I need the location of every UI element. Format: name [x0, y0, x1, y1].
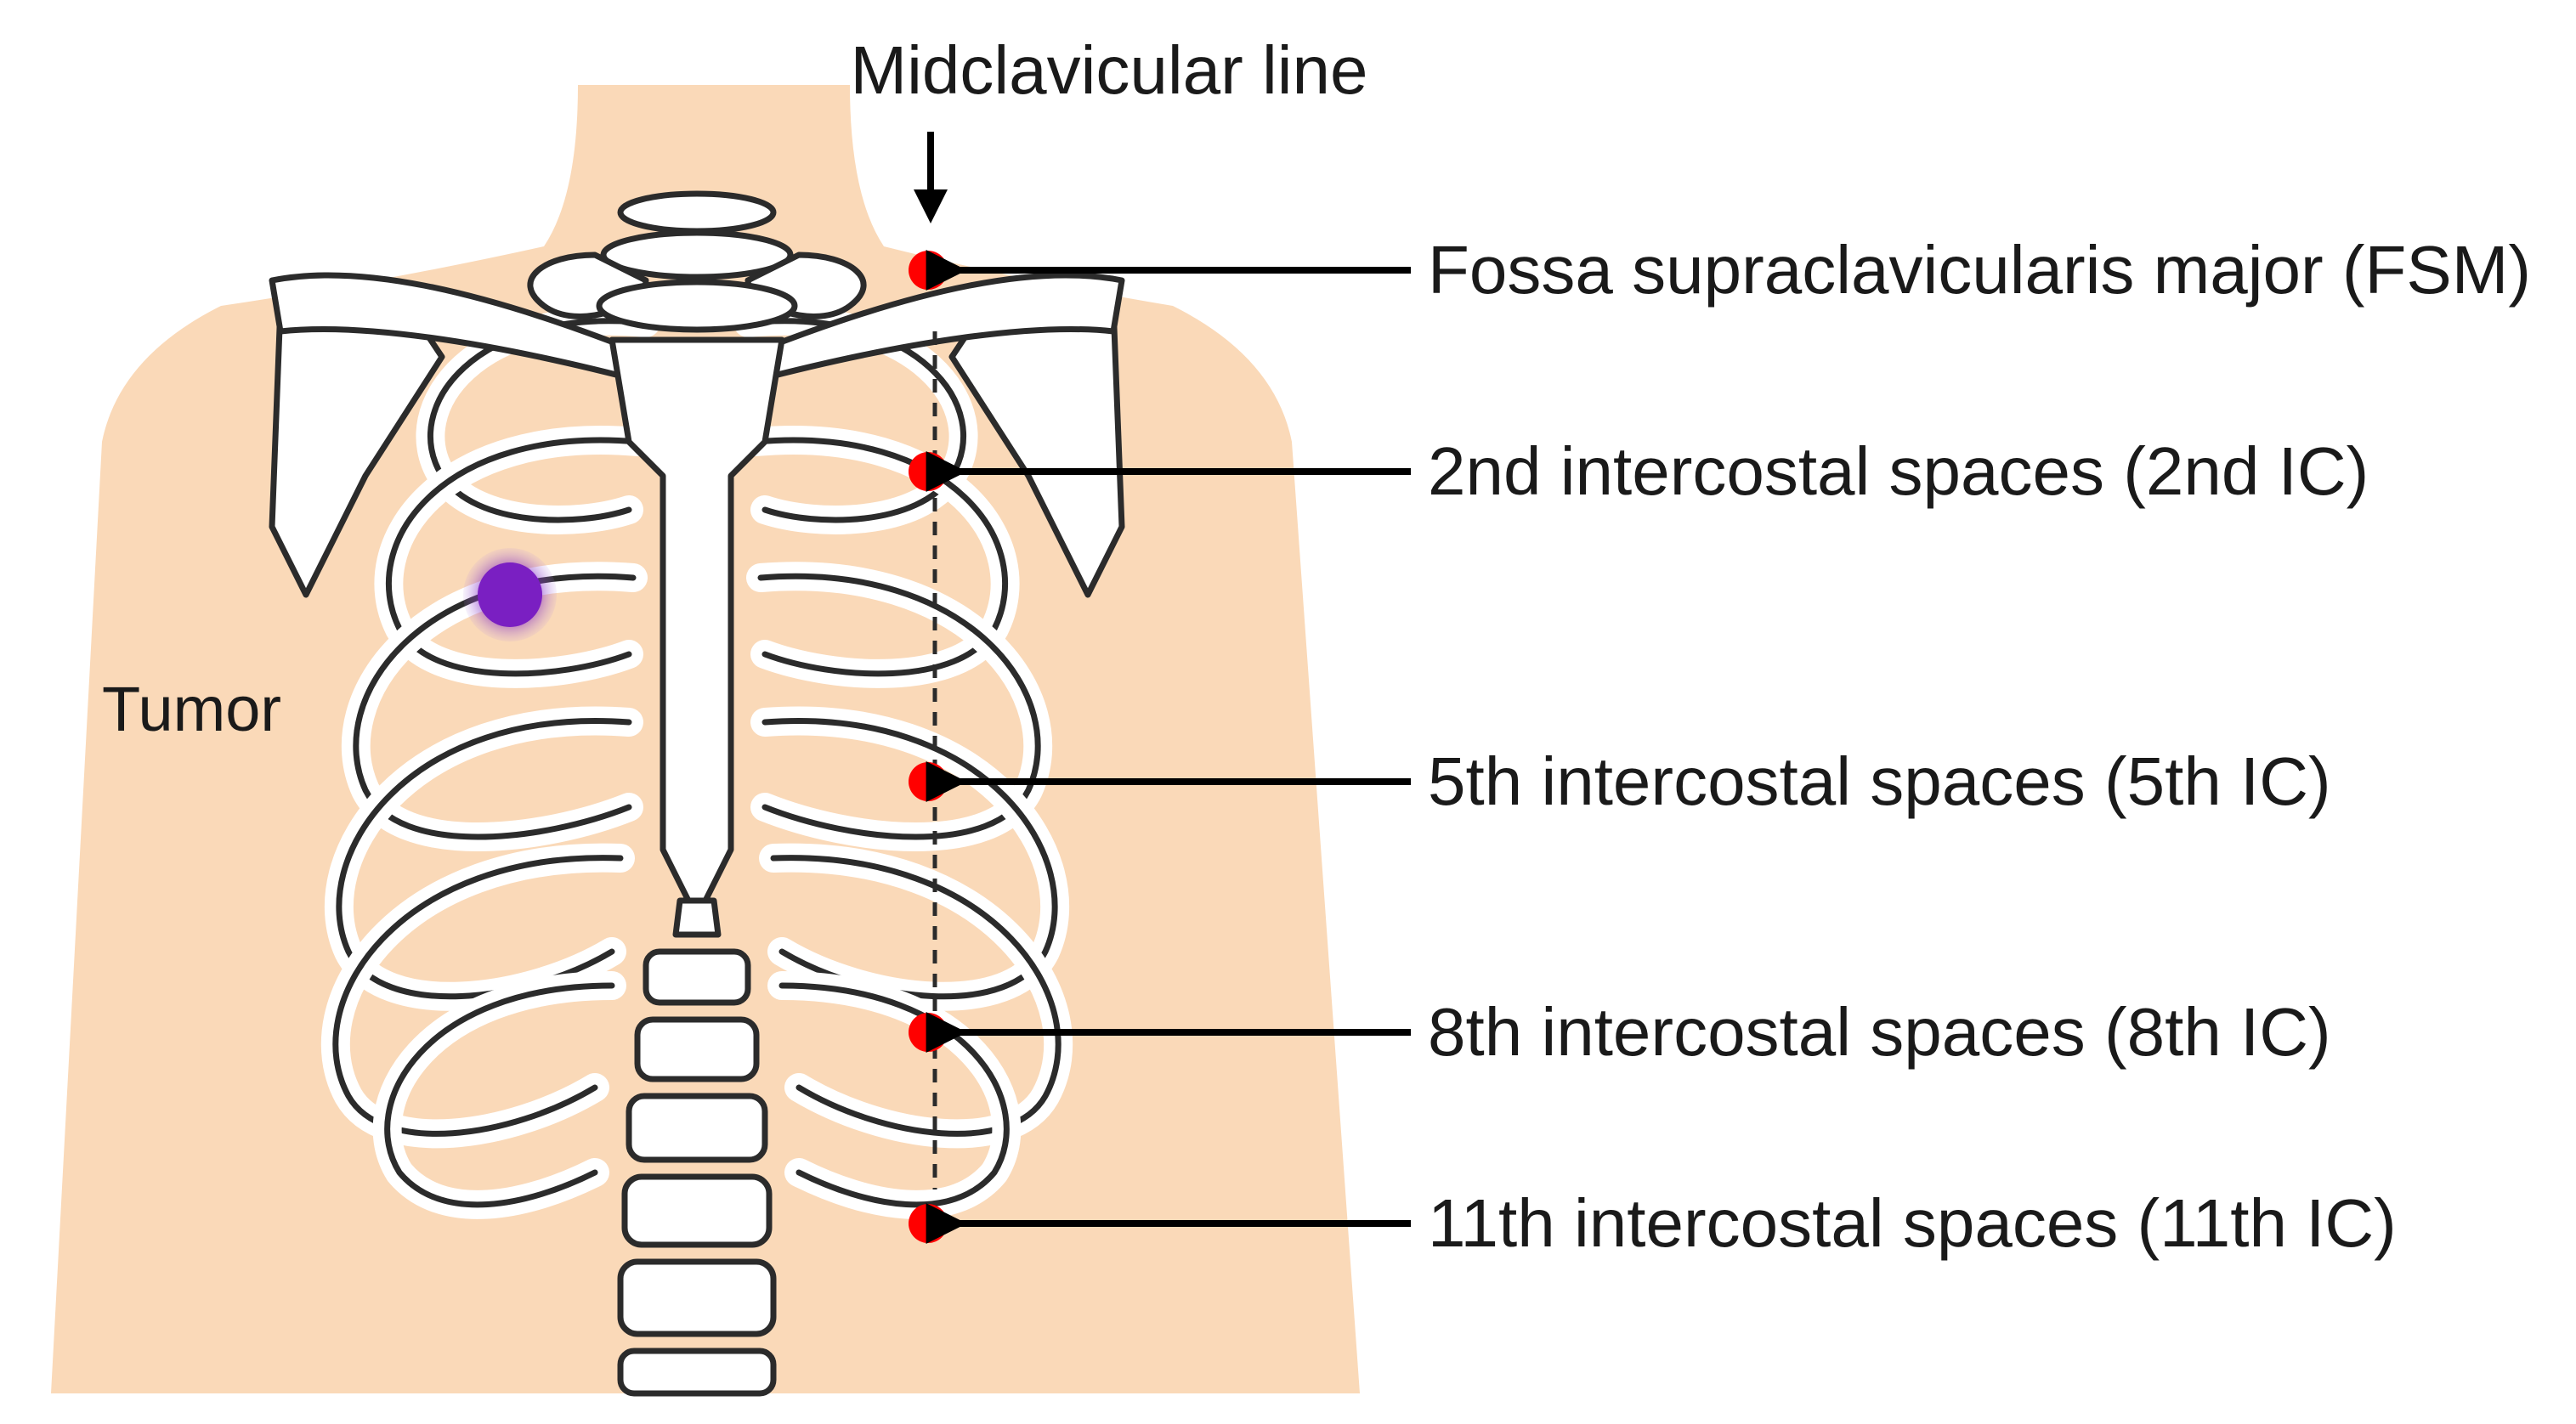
- ic8-label: 8th intercostal spaces (8th IC): [1428, 994, 2331, 1070]
- tumor-label: Tumor: [102, 674, 281, 744]
- ic11-point: 11th intercostal spaces (11th IC): [909, 1185, 2397, 1261]
- ic5-label: 5th intercostal spaces (5th IC): [1428, 743, 2331, 819]
- ic8-point: 8th intercostal spaces (8th IC): [909, 994, 2331, 1070]
- tumor-marker: [463, 548, 557, 641]
- fsm-label: Fossa supraclavicularis major (FSM): [1428, 232, 2531, 308]
- measurement-points: Fossa supraclavicularis major (FSM) 2nd …: [909, 232, 2531, 1261]
- cervical-spine: [527, 190, 867, 333]
- ic2-point: 2nd intercostal spaces (2nd IC): [909, 433, 2369, 509]
- sternum: [609, 336, 785, 921]
- fsm-point: Fossa supraclavicularis major (FSM): [909, 232, 2531, 308]
- ic11-label: 11th intercostal spaces (11th IC): [1428, 1185, 2397, 1261]
- ic2-label: 2nd intercostal spaces (2nd IC): [1428, 433, 2369, 509]
- midclavicular-label: Midclavicular line: [850, 32, 1367, 108]
- ic5-point: 5th intercostal spaces (5th IC): [909, 743, 2331, 819]
- lumbar-spine: [617, 948, 777, 1397]
- xiphoid: [672, 897, 722, 938]
